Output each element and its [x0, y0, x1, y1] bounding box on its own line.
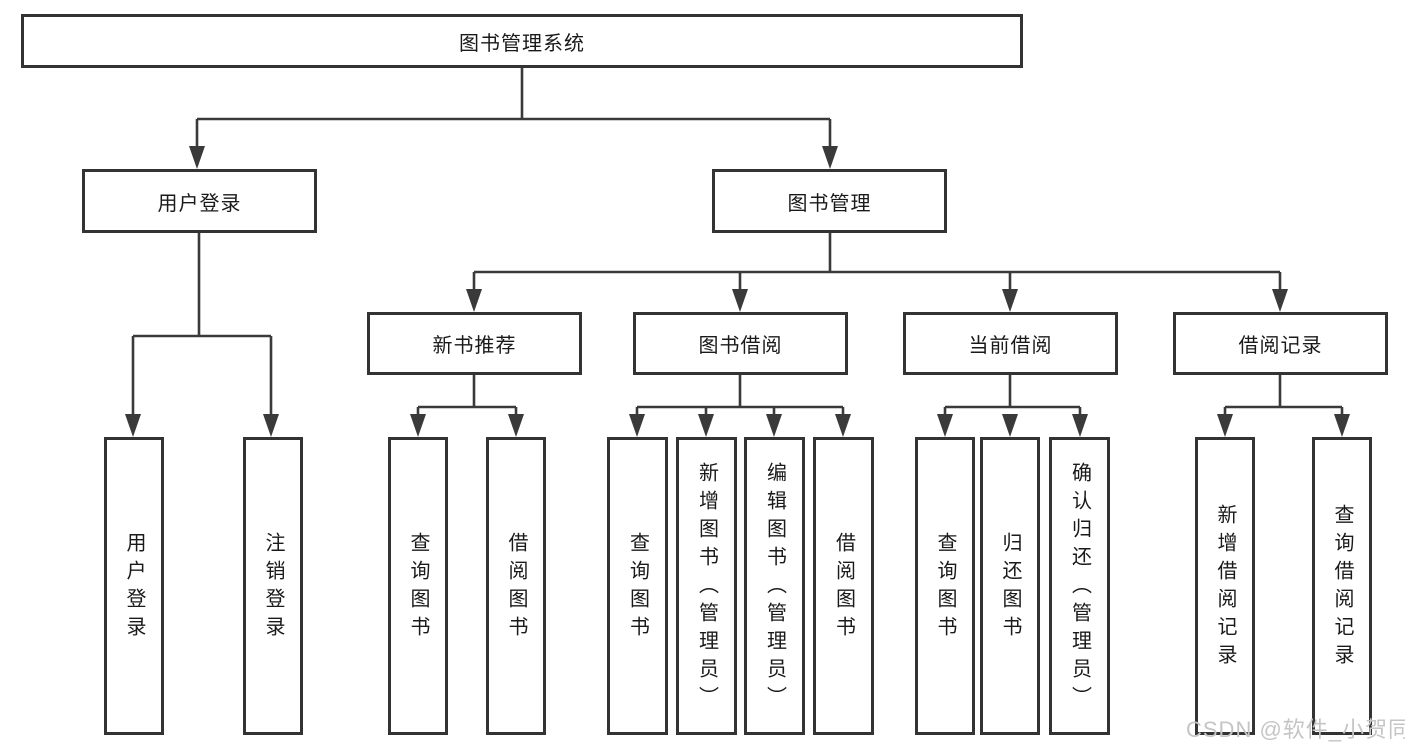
node-borrowing-records: 借阅记录: [1173, 312, 1388, 375]
node-leaf-add-books-admin: 新增图书（管理员）: [676, 437, 737, 735]
node-leaf-edit-books-admin: 编辑图书（管理员）: [744, 437, 805, 735]
csdn-watermark: CSDN @软件_小贺同学: [1186, 717, 1405, 742]
node-leaf-confirm-return-admin: 确认归还（管理员）: [1049, 437, 1110, 735]
node-user-login: 用户登录: [82, 169, 317, 233]
node-leaf-query-books-recommend: 查询图书: [388, 437, 448, 735]
node-leaf-query-books-current: 查询图书: [915, 437, 975, 735]
node-new-book-recommend: 新书推荐: [367, 312, 582, 375]
node-current-borrowing: 当前借阅: [903, 312, 1118, 375]
node-leaf-add-borrow-record: 新增借阅记录: [1195, 437, 1255, 735]
node-book-management: 图书管理: [712, 169, 947, 233]
node-root-library-management-system: 图书管理系统: [21, 14, 1023, 68]
node-book-borrowing: 图书借阅: [633, 312, 848, 375]
node-leaf-borrow-books-recommend: 借阅图书: [486, 437, 546, 735]
node-leaf-logout: 注销登录: [243, 437, 303, 735]
node-leaf-user-login: 用户登录: [104, 437, 164, 735]
node-leaf-query-books-borrow: 查询图书: [607, 437, 668, 735]
node-leaf-query-borrow-record: 查询借阅记录: [1312, 437, 1372, 735]
node-leaf-return-books: 归还图书: [980, 437, 1040, 735]
node-leaf-borrow-books: 借阅图书: [813, 437, 874, 735]
